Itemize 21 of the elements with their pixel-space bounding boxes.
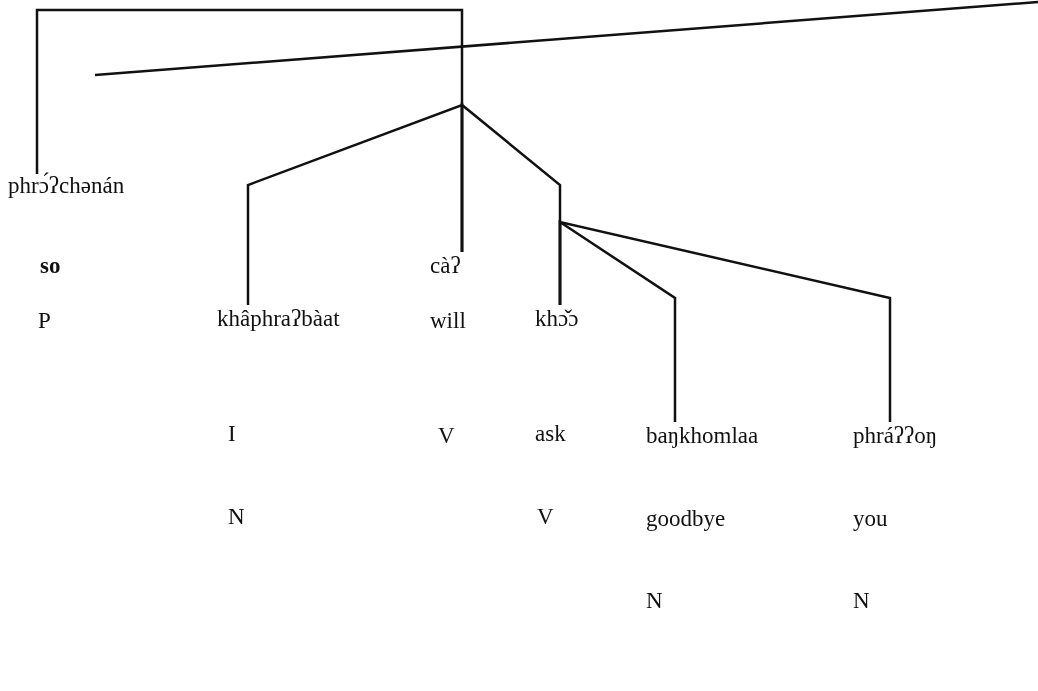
gloss: will [430,307,466,335]
tree-line [558,219,677,422]
gloss: you [853,505,888,533]
thai-word: càʔ [430,252,461,280]
tree-line [558,220,892,422]
thai-word: khɔ̌ɔ [535,305,579,333]
word-class-label: V [537,503,554,531]
thai-word: baŋkhomlaa [646,422,759,450]
word-class-label: N [853,587,870,615]
gloss: goodbye [646,505,726,533]
gloss: I [228,420,236,448]
thai-word: phráʔʔoŋ [853,422,938,450]
word-class-label: N [228,503,245,531]
gloss: ask [535,420,566,448]
tree-line [246,103,464,305]
word-class-label: V [438,422,455,450]
word-class-label: P [38,307,51,335]
thai-word: khâphraʔbàat [217,305,340,333]
gloss: so [40,252,61,280]
word-class-label: N [646,587,663,615]
thai-word: phrɔ́ʔchənán [8,172,125,200]
